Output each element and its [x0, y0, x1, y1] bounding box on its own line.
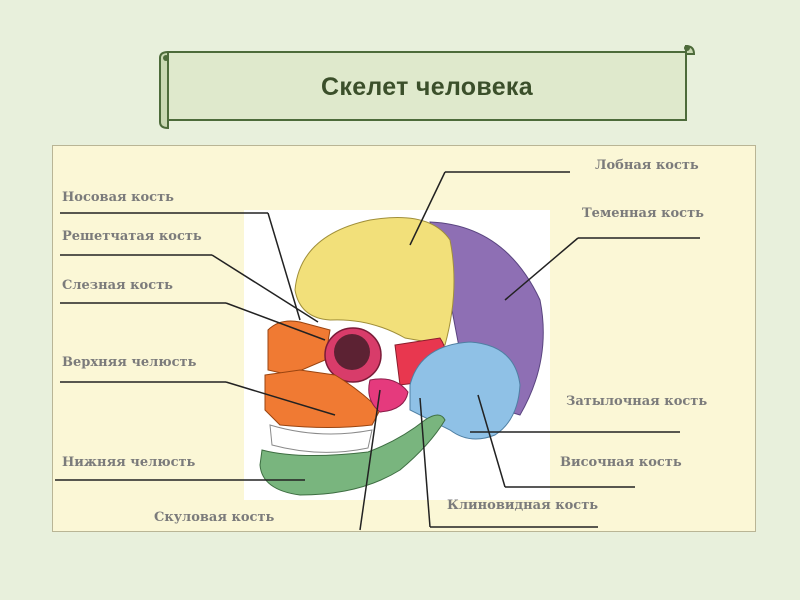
mandible: [259, 414, 446, 496]
leader-parietal-diag: [504, 237, 579, 301]
label-occipital: Затылочная кость: [566, 394, 708, 409]
leader-sphenoid-diag: [419, 397, 431, 528]
label-nasal: Носовая кость: [62, 190, 174, 205]
label-zygomatic: Скуловая кость: [154, 510, 275, 525]
leader-ethmoid-diag: [211, 254, 319, 323]
page-title: Скелет человека: [321, 72, 533, 101]
label-temporal: Височная кость: [560, 455, 682, 470]
leader-lines: [55, 171, 700, 531]
label-sphenoid: Клиновидная кость: [447, 498, 599, 513]
label-ethmoid: Решетчатая кость: [62, 229, 202, 244]
frontal-bone: [294, 217, 455, 346]
label-maxilla: Верхняя челюсть: [62, 355, 197, 370]
leader-nasal-diag: [267, 212, 301, 321]
label-lacrimal: Слезная кость: [62, 278, 174, 293]
leader-maxilla-diag: [225, 381, 336, 416]
leader-temporal-diag: [477, 394, 506, 488]
label-mandible: Нижняя челюсть: [62, 455, 196, 470]
leader-lacrimal-diag: [225, 302, 326, 341]
teeth: [269, 424, 373, 453]
label-frontal: Лобная кость: [595, 158, 699, 173]
leader-zygomatic: [359, 389, 381, 531]
maxilla: [264, 369, 381, 428]
label-parietal: Теменная кость: [582, 206, 704, 221]
orbit-cavity: [334, 334, 370, 370]
leader-frontal-diag: [409, 171, 446, 246]
nasal-bone: [267, 320, 331, 376]
scroll-left-curl: [159, 50, 169, 130]
